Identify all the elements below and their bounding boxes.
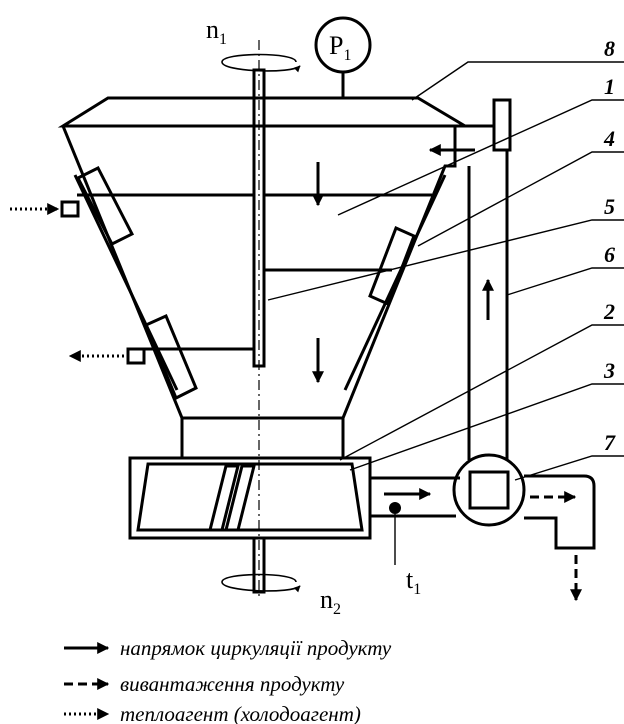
legend: напрямок циркуляції продукту вивантаженн… [64,636,392,724]
leader-3 [349,383,624,471]
callout-6: 6 [604,242,615,267]
callout-5: 5 [604,194,615,219]
leader-5 [267,219,624,301]
rotation-arrow-top [221,53,301,73]
discharge-elbow [524,474,596,550]
temperature-label: t1 [406,565,421,598]
pump-center [468,470,510,510]
rotation-speed-bottom-label: n2 [320,585,341,618]
callout-2: 2 [603,299,615,324]
leader-4 [417,151,624,247]
callout-3: 3 [603,358,615,383]
callout-1: 1 [604,74,615,99]
leader-1 [337,99,624,216]
legend-solid-text: напрямок циркуляції продукту [120,636,392,660]
blade-1 [208,464,240,532]
pressure-label: P1 [329,31,351,64]
blade-2 [224,464,256,532]
bottom-chamber [128,456,372,540]
coolant-outlet-port [126,347,146,365]
scraper-left-lower [144,313,198,401]
vessel-right-wall [341,124,465,419]
legend-dotted-text: теплоагент (холодоагент) [120,702,361,724]
scraper-left-upper [75,165,135,247]
legend-dashed-text: вивантаження продукту [120,672,345,696]
inner-cone-left [73,174,179,391]
coolant-inlet-port [60,200,80,218]
leader-2 [339,324,624,461]
neck [180,416,345,460]
bottom-chamber-insert [136,462,364,532]
callout-8: 8 [604,36,615,61]
temperature-probe [389,502,401,514]
leader-7 [514,455,624,481]
leader-6 [506,267,624,296]
rotation-arrow-bottom [221,573,301,593]
leader-8 [411,61,624,101]
pump-body [452,453,526,527]
rotation-speed-top-label: n1 [206,15,227,48]
callout-4: 4 [603,126,615,151]
pipe-top-flange [492,98,512,152]
callout-7: 7 [604,430,616,455]
shaft-bottom [252,536,266,594]
